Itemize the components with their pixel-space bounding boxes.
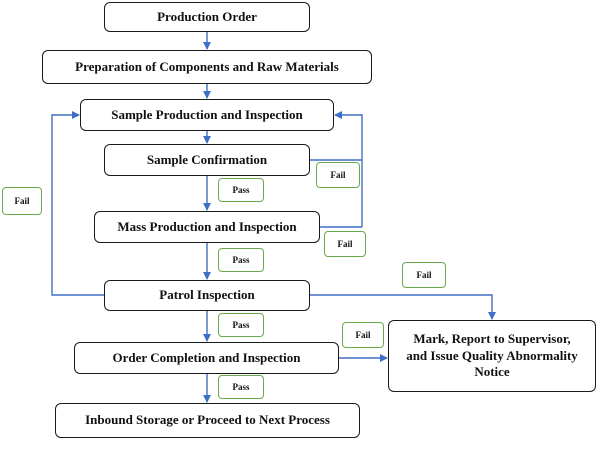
fail-tag-sample-confirmation: Fail	[316, 162, 360, 188]
fail-tag-mass-production: Fail	[324, 231, 366, 257]
fail-tag-order-completion: Fail	[342, 322, 384, 348]
pass-tag-patrol-inspection: Pass	[218, 313, 264, 337]
node-patrol-inspection: Patrol Inspection	[104, 280, 310, 311]
node-order-completion: Order Completion and Inspection	[74, 342, 339, 374]
node-sample-production: Sample Production and Inspection	[80, 99, 334, 131]
node-production-order: Production Order	[104, 2, 310, 32]
node-preparation: Preparation of Components and Raw Materi…	[42, 50, 372, 84]
pass-tag-order-completion: Pass	[218, 375, 264, 399]
node-mass-production: Mass Production and Inspection	[94, 211, 320, 243]
arrow-patrol-fail-to-mark	[310, 294, 496, 320]
node-mark-report: Mark, Report to Supervisor, and Issue Qu…	[388, 320, 596, 392]
arrow-fail-loop-to-sample	[334, 111, 363, 227]
arrow-patrol-fail-loop	[51, 111, 104, 296]
node-sample-confirmation: Sample Confirmation	[104, 144, 310, 176]
pass-tag-mass-production: Pass	[218, 248, 264, 272]
fail-tag-patrol-loop: Fail	[2, 187, 42, 215]
node-inbound-storage: Inbound Storage or Proceed to Next Proce…	[55, 403, 360, 438]
pass-tag-sample-confirmation: Pass	[218, 178, 264, 202]
fail-tag-patrol-inspection: Fail	[402, 262, 446, 288]
